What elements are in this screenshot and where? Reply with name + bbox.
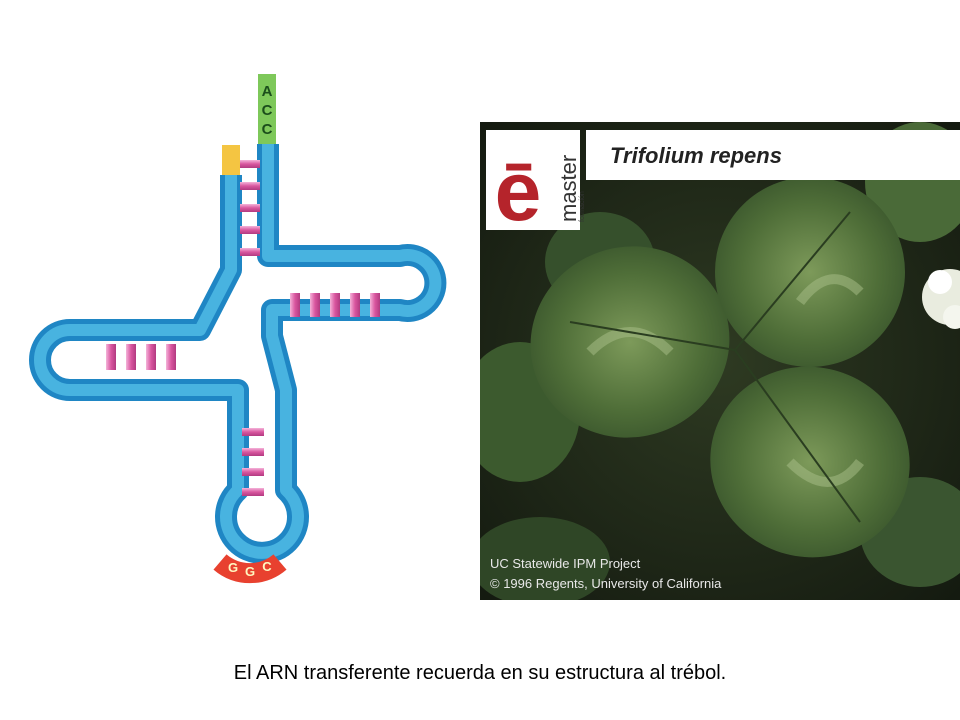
acceptor-base-3: C [262,121,273,138]
acceptor-base-1: A [262,83,273,100]
credit-line-2: © 1996 Regents, University of California [490,576,722,591]
d-arm-pairs [106,344,176,370]
leaflet-top [715,177,905,367]
acceptor-stem-pairs [240,160,260,256]
logo-word: master [556,155,581,222]
title-banner [586,130,960,180]
slide-caption: El ARN transferente recuerda en su estru… [233,662,727,684]
t-arm-pairs [290,293,380,317]
species-title: Trifolium repens [610,143,782,168]
anticodon-base-2: G [245,564,255,579]
logo-sub: formación [579,191,586,222]
anticodon-base-1: G [228,560,238,575]
anticodon-base-3: C [262,559,272,574]
anticodon-loop-segment [213,554,287,584]
anticodon-arm-pairs [242,428,264,496]
acceptor-base-2: C [262,102,273,119]
leaflet-bottom [710,366,910,558]
logo: ē master formación [486,130,586,238]
leaflet-left [530,246,730,438]
trna-cloverleaf-diagram: A C C G G C [29,74,447,584]
clover-photo: ē master formación Trifolium repens UC S… [480,122,960,600]
five-prime-tip [222,145,240,175]
acceptor-stem-tip [258,74,276,146]
clover-flower [922,269,960,329]
logo-mark: ē [495,144,542,238]
credit-line-1: UC Statewide IPM Project [490,556,641,571]
